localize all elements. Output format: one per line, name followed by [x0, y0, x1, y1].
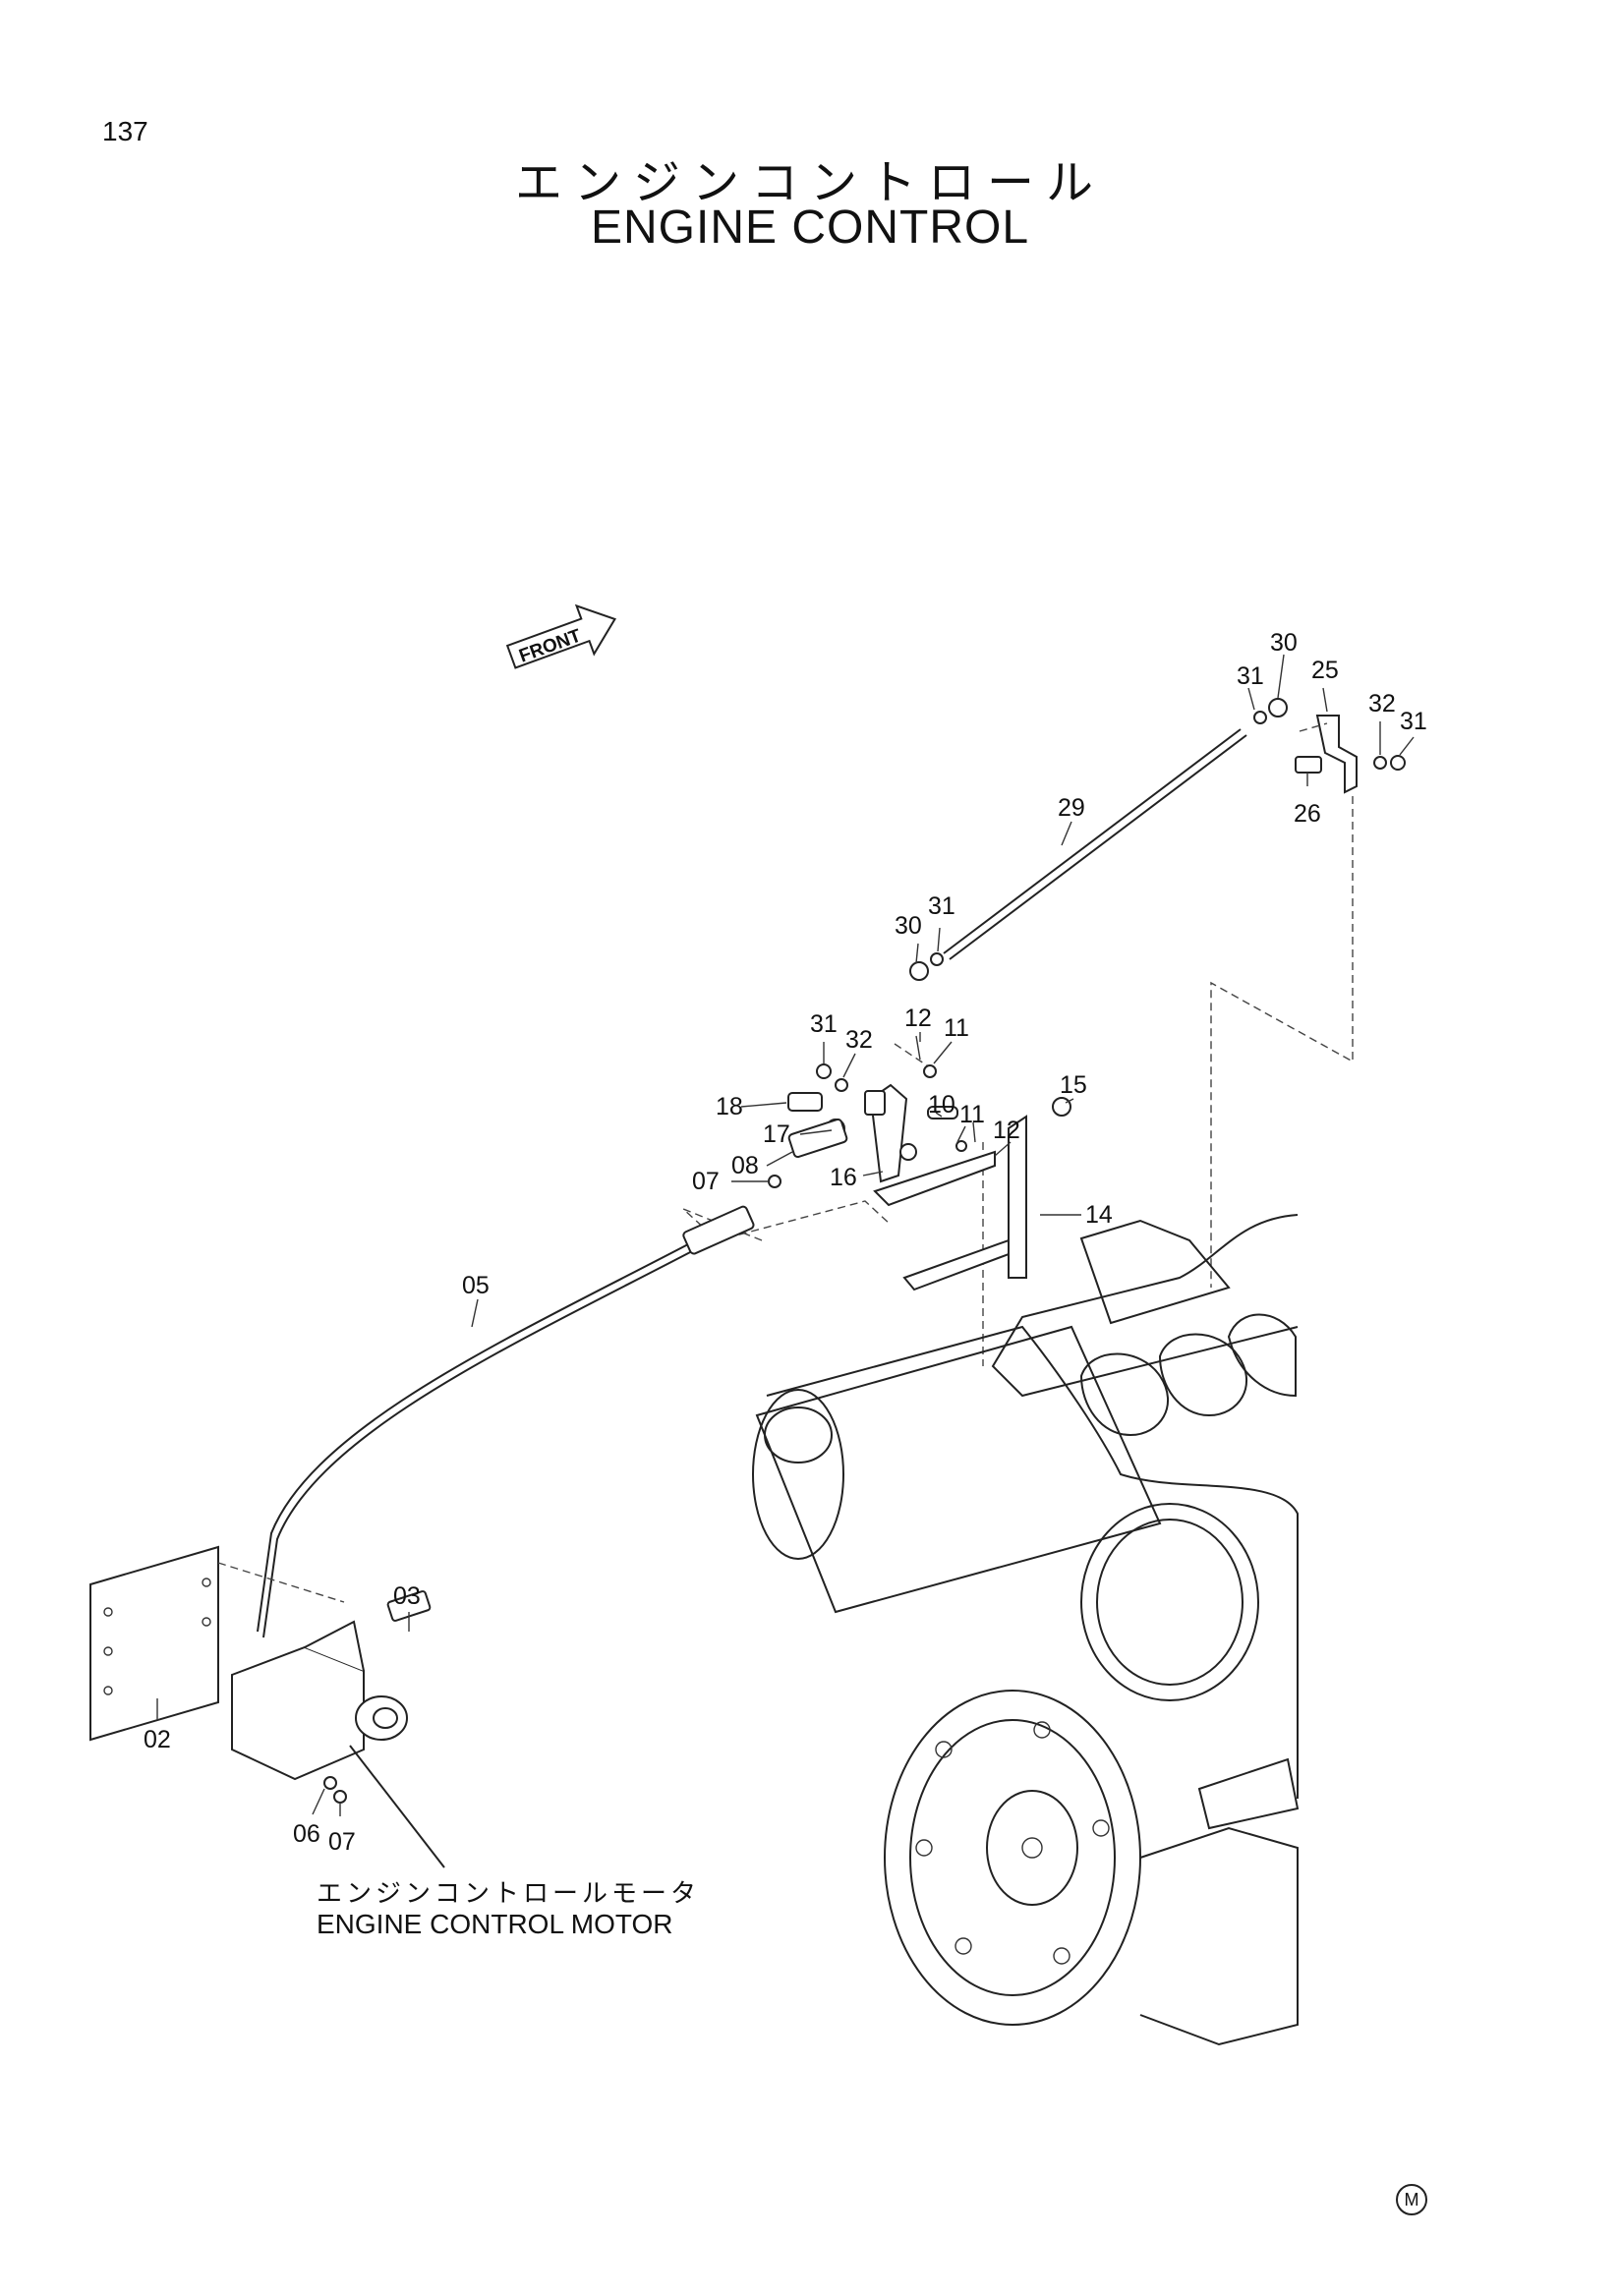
title-japanese: エンジンコントロール: [514, 155, 1105, 210]
callout-02: 02: [144, 1726, 171, 1753]
callout-07-upper: 07: [692, 1168, 720, 1195]
callout-29: 29: [1058, 794, 1085, 822]
callout-12-lower: 12: [993, 1117, 1020, 1144]
m-mark: M: [1396, 2184, 1427, 2215]
callout-17: 17: [763, 1120, 790, 1148]
callout-30-mid: 30: [895, 912, 922, 940]
callout-07-lower: 07: [328, 1828, 356, 1856]
callout-12-upper: 12: [904, 1004, 932, 1032]
callout-32-left: 32: [845, 1026, 873, 1054]
callout-numbers: 30 31 25 32 31 26 29 30 31 31 32 12 11 1…: [144, 629, 1427, 1856]
callout-31-top: 31: [1237, 662, 1264, 690]
callout-14: 14: [1085, 1201, 1113, 1229]
front-label: FRONT: [516, 625, 584, 666]
callout-18: 18: [716, 1093, 743, 1120]
engine-block: [752, 1214, 1300, 2046]
engine-bracket: [873, 1097, 1071, 1292]
front-arrow: FRONT: [505, 603, 616, 669]
motor-caption-japanese: エンジンコントロールモータ: [317, 1879, 701, 1909]
title-english: ENGINE CONTROL: [590, 201, 1030, 254]
callout-25: 25: [1311, 657, 1339, 684]
callout-05: 05: [462, 1272, 490, 1299]
callout-31-left: 31: [810, 1010, 838, 1038]
callout-03: 03: [393, 1582, 421, 1610]
callout-08: 08: [731, 1152, 759, 1179]
callout-06: 06: [293, 1820, 320, 1848]
callout-31-mid: 31: [928, 892, 955, 920]
callout-15: 15: [1060, 1071, 1087, 1099]
callout-31-top-right: 31: [1400, 708, 1427, 735]
lever-assembly: [768, 1035, 976, 1188]
leader-lines: [156, 654, 1415, 1816]
rod-bracket-assembly: [1295, 715, 1406, 794]
control-cable: [257, 1205, 755, 1638]
callout-11-lower: 11: [959, 1101, 985, 1128]
callout-32-top: 32: [1368, 690, 1396, 718]
engine-control-motor: [231, 1590, 445, 1868]
callout-11-upper: 11: [944, 1014, 969, 1042]
callout-26: 26: [1294, 800, 1321, 828]
callout-30-top: 30: [1270, 629, 1298, 657]
callout-16: 16: [830, 1164, 857, 1191]
callout-10: 10: [928, 1091, 955, 1119]
control-rod: [909, 698, 1288, 981]
page-number: 137: [102, 116, 148, 146]
motor-caption-english: ENGINE CONTROL MOTOR: [317, 1909, 673, 1939]
mounting-plate: [89, 1545, 345, 1742]
